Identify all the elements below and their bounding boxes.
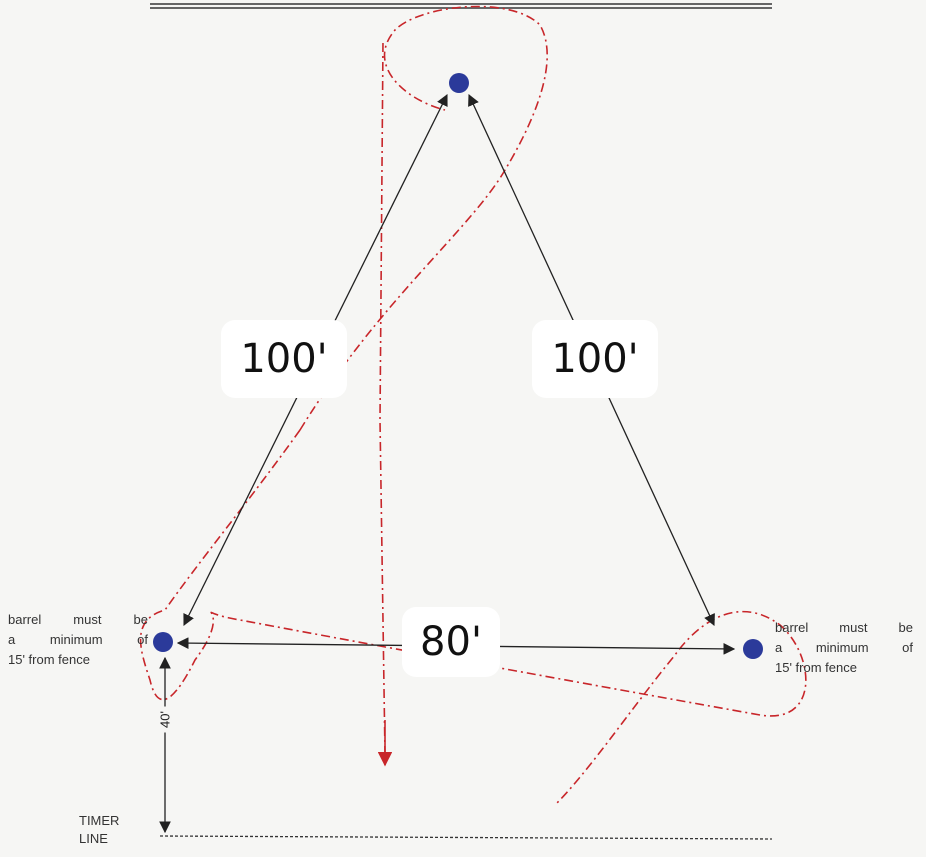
barrel-right xyxy=(743,639,763,659)
base-distance-label: 80' xyxy=(402,607,500,677)
timer-line xyxy=(159,835,773,840)
barrel-top xyxy=(449,73,469,93)
left-distance-label: 100' xyxy=(221,320,347,398)
fence-note-right: barrel must be a minimum of 15' from fen… xyxy=(775,618,913,678)
fence-note-left: barrel must be a minimum of 15' from fen… xyxy=(8,610,148,670)
fence-note-left-line-1: barrel must be xyxy=(8,612,148,627)
fence-note-right-line-1: barrel must be xyxy=(775,620,913,635)
pattern-path xyxy=(139,5,807,806)
right-distance-label: 100' xyxy=(532,320,658,398)
timer-line-label: TIMER LINE xyxy=(79,813,120,846)
timer-distance-label: 40' xyxy=(157,706,173,733)
fence-note-left-line-3: 15' from fence xyxy=(8,652,90,667)
fence-note-left-line-2: a minimum of xyxy=(8,632,148,647)
fence-note-right-line-3: 15' from fence xyxy=(775,660,857,675)
barrel-left xyxy=(153,632,173,652)
fence-note-right-line-2: a minimum of xyxy=(775,640,913,655)
